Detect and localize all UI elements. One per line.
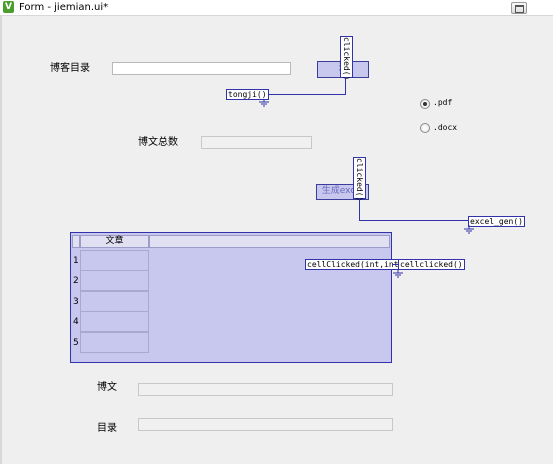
table-wire <box>392 264 399 265</box>
pdf-radio-label: .pdf <box>433 98 453 107</box>
table-cell[interactable] <box>80 311 149 332</box>
generate-ground-icon <box>464 225 474 234</box>
docx-radio[interactable] <box>420 123 430 133</box>
maximize-button[interactable] <box>511 2 527 14</box>
window-title: Form - jiemian.ui* <box>19 2 109 13</box>
browse-ground-icon <box>259 99 269 107</box>
table-signal-box[interactable]: cellClicked(int,int) <box>305 259 406 270</box>
table-row-header[interactable]: 1 <box>73 256 79 266</box>
browse-wire-vertical <box>345 77 346 94</box>
app-icon: V <box>3 1 14 13</box>
docx-radio-label: .docx <box>433 123 458 132</box>
article-count-field <box>201 136 312 149</box>
form-left-edge <box>0 15 2 464</box>
generate-wire-horizontal <box>359 220 469 221</box>
table-corner-header <box>72 235 80 248</box>
generate-excel-button-text: 生成excel <box>321 186 364 196</box>
table-cell[interactable] <box>80 332 149 353</box>
table-row-header[interactable]: 2 <box>73 276 79 286</box>
table-cell[interactable] <box>80 291 149 312</box>
blog-dir-input[interactable] <box>112 62 291 75</box>
title-bar: V Form - jiemian.ui* <box>0 0 553 16</box>
catalog-label: 目录 <box>97 423 117 434</box>
table-row-header[interactable]: 5 <box>73 338 79 348</box>
generate-slot-box[interactable]: excel_gen() <box>468 216 525 227</box>
table-row-header[interactable]: 3 <box>73 297 79 307</box>
generate-signal-box[interactable]: clicked() <box>353 157 366 202</box>
table-cell[interactable] <box>80 250 149 271</box>
blog-dir-label: 博客目录 <box>50 63 90 74</box>
browse-slot-box[interactable]: tongji() <box>226 89 269 100</box>
table-cell[interactable] <box>80 270 149 291</box>
article-label: 博文 <box>97 382 117 393</box>
article-field <box>138 383 393 396</box>
article-count-label: 博文总数 <box>138 137 178 148</box>
table-slot-box[interactable]: cellclicked() <box>398 259 465 270</box>
table-ground-icon <box>393 269 403 278</box>
table-row-header[interactable]: 4 <box>73 317 79 327</box>
browse-wire-horizontal <box>262 94 346 95</box>
catalog-field <box>138 418 393 431</box>
generate-wire-vertical <box>359 199 360 220</box>
table-column-header[interactable]: 文章 <box>80 235 149 248</box>
pdf-radio[interactable] <box>420 99 430 109</box>
table-header-filler <box>149 235 390 248</box>
browse-signal-box[interactable]: clicked() <box>340 36 353 81</box>
article-table[interactable] <box>70 232 392 363</box>
